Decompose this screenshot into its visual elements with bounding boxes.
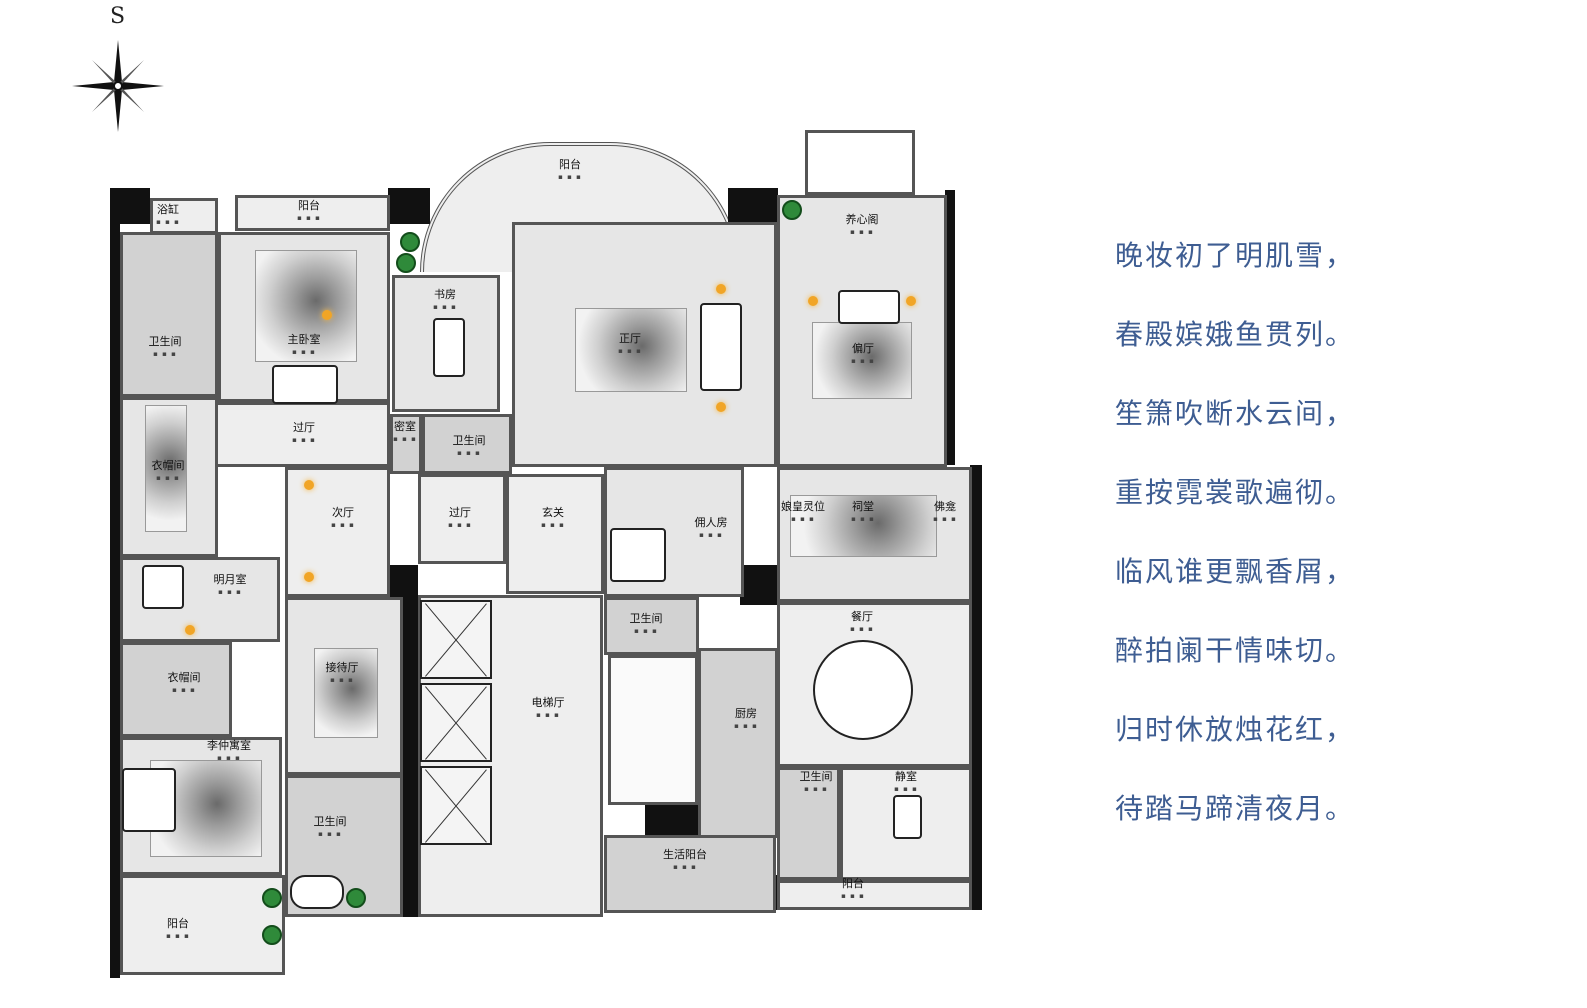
lamp-icon [304,480,314,490]
wall [110,188,150,224]
plant-icon [782,200,802,220]
plant-icon [262,888,282,908]
floor-plan: 浴缸 阳台 卫生间 主卧室 衣帽间 书房 阳台 正厅 养心阁 偏厅 过厅 密室 … [0,0,1000,1008]
poem: 晚妆初了明肌雪， 春殿嫔娥鱼贯列。 笙箫吹断水云间， 重按霓裳歌遍彻。 临风谁更… [1115,236,1355,868]
room-label: 过厅 [292,421,316,447]
plant-icon [262,925,282,945]
round-dining-table [813,640,913,740]
room-label: 阳台 [297,199,321,225]
lamp-icon [304,572,314,582]
room-label: 卫生间 [149,335,182,361]
room-label: 餐厅 [850,610,874,636]
plant-icon [396,253,416,273]
room-label: 卫生间 [630,612,663,638]
room-label: 佛龛 [933,500,957,526]
desk [433,318,465,377]
room-label: 主卧室 [288,333,321,359]
wall [945,190,955,465]
compass-rose-icon [72,40,164,132]
poem-line: 待踏马蹄清夜月。 [1115,792,1356,825]
poem-line: 笙箫吹断水云间， [1115,397,1356,430]
wall [400,595,418,917]
room-label: 接待厅 [326,661,359,687]
room-label: 电梯厅 [532,696,565,722]
compass-direction-label: S [110,4,126,29]
bed [610,528,666,582]
elevator-shaft [420,683,492,762]
wall [388,565,418,600]
poem-line: 晚妆初了明肌雪， [1115,239,1356,272]
wall [740,565,780,605]
room-label: 卫生间 [800,770,833,796]
poem-line: 归时休放烛花红， [1115,713,1356,746]
room-label: 书房 [433,288,457,314]
room-label: 厨房 [734,707,758,733]
lamp-icon [185,625,195,635]
bed [272,365,338,404]
room-label: 娘皇灵位 [781,500,825,526]
room-balcony-sw [120,875,285,975]
room-label: 卫生间 [314,815,347,841]
room-label: 静室 [894,770,918,796]
room-quiet [840,767,972,880]
room-label: 阳台 [166,917,190,943]
room-label: 明月室 [214,573,247,599]
room-label: 玄关 [541,506,565,532]
room-label: 生活阳台 [663,848,707,874]
room-second-hall [285,467,390,597]
poem-line: 春殿嫔娥鱼贯列。 [1115,318,1356,351]
bathtub [290,875,344,909]
room-master-bath [120,232,218,397]
room-kitchen [698,648,778,838]
room-label: 正厅 [618,332,642,358]
elevator-shaft [420,600,492,679]
lamp-icon [716,402,726,412]
room-label: 次厅 [331,506,355,532]
room-label: 阳台 [558,158,582,184]
room-label: 浴缸 [156,203,180,229]
bed [122,768,176,832]
room-label: 过厅 [448,506,472,532]
room-utility-balcony [604,835,776,913]
room-label: 衣帽间 [168,671,201,697]
room-label: 祠堂 [851,500,875,526]
room-label: 李仲寓室 [207,739,251,765]
lamp-icon [716,284,726,294]
room-label: 佣人房 [695,516,728,542]
plant-icon [346,888,366,908]
wall [728,188,778,224]
sofa [838,290,900,324]
room-label: 密室 [393,420,417,446]
room-stairwell [608,655,698,805]
lamp-icon [906,296,916,306]
room-pavilion-bay [805,130,915,195]
poem-line: 临风谁更飘香屑， [1115,555,1356,588]
wall [645,800,700,840]
room-label: 卫生间 [453,434,486,460]
room-label: 养心阁 [846,213,879,239]
plant-icon [400,232,420,252]
sofa [700,303,742,391]
lamp-icon [322,310,332,320]
poem-line: 重按霓裳歌遍彻。 [1115,476,1356,509]
lamp-icon [808,296,818,306]
wall [388,188,430,224]
room-balcony-se [777,880,972,910]
elevator-shaft [420,766,492,845]
poem-line: 醉拍阑干情味切。 [1115,634,1356,667]
room-label: 衣帽间 [152,459,185,485]
room-foyer [506,474,604,594]
room-label: 偏厅 [851,342,875,368]
room-label: 阳台 [841,877,865,903]
bed [142,565,184,609]
tea-table [893,795,922,839]
